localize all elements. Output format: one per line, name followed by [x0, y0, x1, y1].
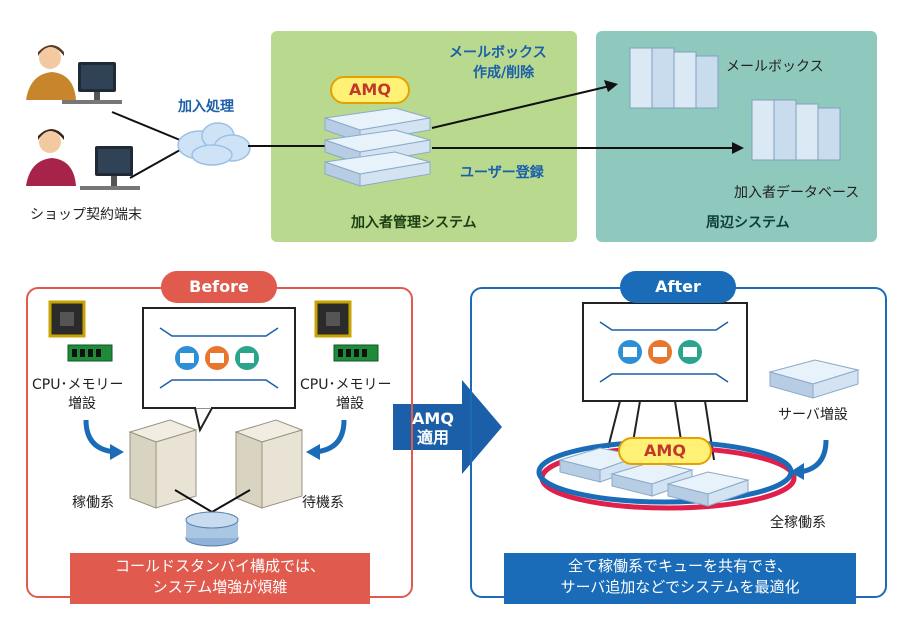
shared-storage-icon	[185, 511, 239, 547]
cloud-icon	[177, 122, 251, 166]
operator-2-icon	[26, 129, 140, 190]
cpu-left-line2: 増設	[68, 396, 96, 412]
cpu-chip-right-icon	[314, 300, 352, 338]
amq-apply-line2: 適用	[416, 428, 449, 447]
cpu-right-line2: 増設	[336, 396, 364, 412]
subscriber-system-label: 加入者管理システム	[351, 215, 477, 231]
before-banner: コールドスタンバイ構成では、 システム増強が煩雑	[70, 553, 370, 604]
cpu-chip-left-icon	[48, 300, 86, 338]
terminal-label: ショップ契約端末	[30, 207, 142, 223]
user-registration-label: ユーザー登録	[460, 165, 544, 181]
subscriber-management-panel	[271, 31, 577, 242]
mailbox-label: メールボックス	[726, 59, 824, 75]
amq-apply-line1: AMQ	[412, 409, 454, 428]
server-add-label: サーバ増設	[778, 407, 848, 423]
standby-label: 待機系	[302, 495, 344, 511]
cpu-right-line1: CPU･メモリー	[300, 377, 392, 393]
mailbox-server-icon	[629, 47, 719, 109]
all-active-label: 全稼働系	[770, 515, 826, 531]
after-banner-line1: 全て稼働系でキューを共有でき、	[568, 557, 792, 575]
mailbox-action-line2: 作成/削除	[473, 65, 535, 81]
cluster-server-icon	[558, 447, 750, 507]
periphery-label: 周辺システム	[706, 215, 790, 231]
queue-bubble-after-icon	[582, 302, 748, 461]
after-banner: 全て稼働系でキューを共有でき、 サーバ追加などでシステムを最適化	[504, 553, 856, 604]
added-server-icon	[768, 359, 860, 399]
amq-apply-label: AMQ 適用	[400, 409, 466, 447]
before-banner-line2: システム増強が煩雑	[152, 578, 288, 596]
subscriber-db-label: 加入者データベース	[734, 185, 860, 201]
memory-module-right-icon	[333, 344, 379, 362]
amq-server-stack-icon	[324, 107, 431, 187]
after-banner-line2: サーバ追加などでシステムを最適化	[560, 578, 800, 596]
after-title: After	[620, 271, 736, 303]
before-title: Before	[161, 271, 277, 303]
standby-server-icon	[234, 419, 304, 509]
cpu-left-line1: CPU･メモリー	[32, 377, 124, 393]
active-label: 稼働系	[72, 495, 114, 511]
before-frame	[26, 287, 413, 598]
amq-tag-after: AMQ	[618, 437, 712, 465]
amq-tag-top: AMQ	[330, 76, 410, 104]
before-banner-line1: コールドスタンバイ構成では、	[114, 557, 325, 575]
database-server-icon	[751, 99, 841, 161]
active-server-icon	[128, 419, 198, 509]
operator-1-icon	[26, 45, 122, 104]
enroll-label: 加入処理	[178, 99, 234, 115]
memory-module-left-icon	[67, 344, 113, 362]
queue-bubble-before-icon	[142, 307, 296, 433]
amq-apply-arrow	[393, 380, 502, 474]
mailbox-action-line1: メールボックス	[449, 45, 547, 61]
